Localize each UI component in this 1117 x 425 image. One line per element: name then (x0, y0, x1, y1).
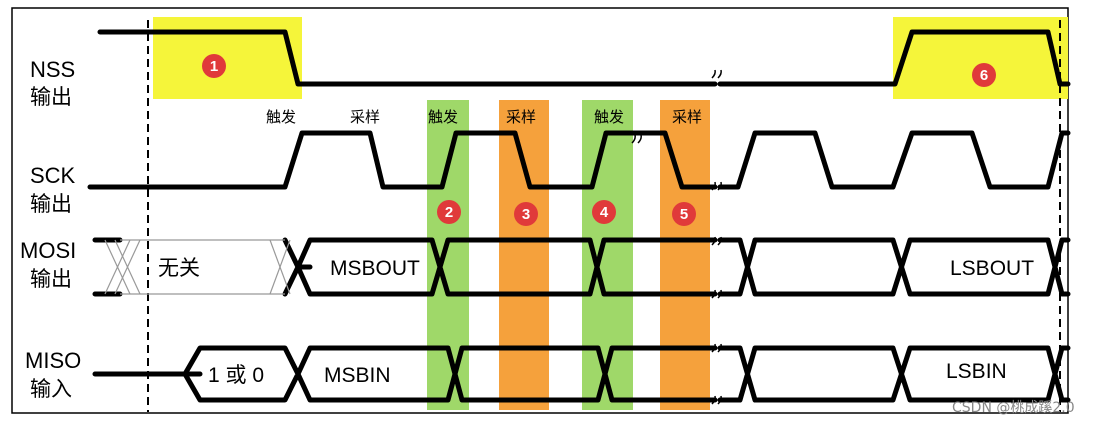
svg-text:1: 1 (210, 58, 218, 75)
watermark: CSDN @桃成蹊2.0 (952, 400, 1075, 416)
mosi-lsbout-label: LSBOUT (950, 257, 1034, 280)
svg-text:3: 3 (522, 206, 530, 223)
sck-waveform (87, 130, 1071, 190)
nss-label: NSS (30, 57, 75, 82)
nss-waveform (97, 29, 1071, 87)
miso-idle-label: 1 或 0 (208, 364, 264, 387)
miso-label: MISO (25, 348, 81, 373)
step-marker-6: 6 (972, 63, 996, 87)
mosi-label: MOSI (20, 238, 76, 263)
step-marker-5: 5 (672, 202, 696, 226)
sck-label: SCK (30, 163, 76, 188)
diagram-frame (11, 7, 1069, 414)
step-marker-4: 4 (592, 200, 616, 224)
phase-label-trigger-1: 触发 (428, 108, 458, 126)
step-marker-2: 2 (437, 200, 461, 224)
nss-start-highlight (153, 17, 302, 99)
phase-label-sample-2: 采样 (672, 108, 702, 126)
mosi-msbout-label: MSBOUT (330, 257, 420, 280)
phase-label-sample-1: 采样 (506, 108, 536, 126)
svg-text:6: 6 (980, 67, 988, 84)
phase-label-sample-0: 采样 (350, 108, 380, 126)
phase-label-trigger-2: 触发 (594, 108, 624, 126)
trigger-band-1 (427, 100, 469, 410)
mosi-sublabel: 输出 (30, 267, 72, 291)
miso-sublabel: 输入 (30, 377, 72, 401)
sck-sublabel: 输出 (30, 192, 72, 216)
break-marks (631, 69, 722, 405)
miso-lsbin-label: LSBIN (946, 360, 1007, 383)
svg-text:2: 2 (445, 204, 453, 221)
step-marker-1: 1 (202, 54, 226, 78)
mosi-bus-waveform (92, 237, 1071, 297)
mosi-dontcare-label: 无关 (158, 256, 200, 280)
miso-bus-waveform (92, 345, 1071, 403)
nss-sublabel: 输出 (30, 85, 72, 109)
miso-msbin-label: MSBIN (324, 364, 391, 387)
step-marker-3: 3 (514, 202, 538, 226)
phase-label-trigger-0: 触发 (266, 108, 296, 126)
svg-text:5: 5 (680, 206, 688, 223)
svg-text:4: 4 (600, 204, 609, 221)
sample-band-1 (499, 100, 549, 410)
nss-end-highlight (893, 17, 1068, 99)
mosi-dontcare-region (104, 239, 291, 295)
